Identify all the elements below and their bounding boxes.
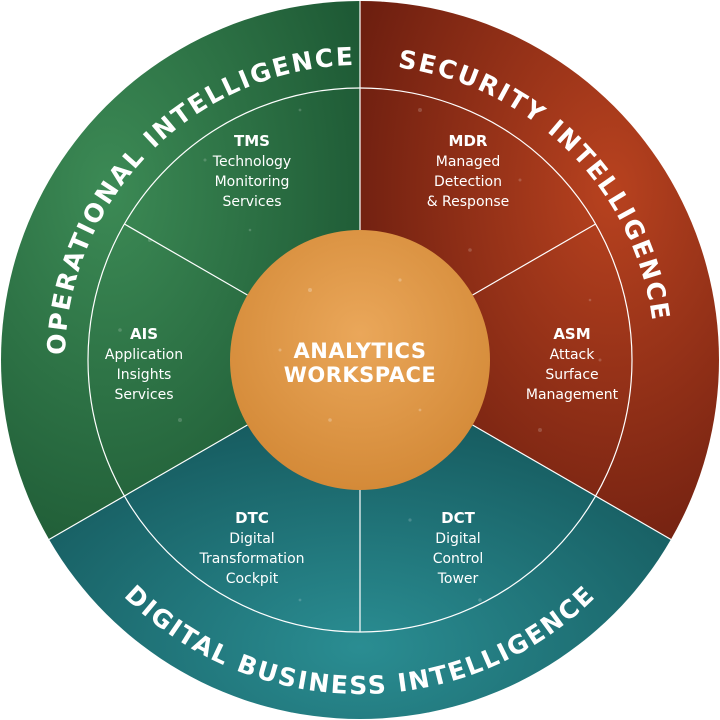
divider-lower-left: [48, 424, 248, 541]
segment-tms: TMS Technology Monitoring Services: [212, 132, 291, 210]
segment-line: Technology: [212, 154, 291, 170]
segment-line: Digital: [435, 531, 480, 547]
segment-ais: AIS Application Insights Services: [105, 325, 183, 403]
segment-dct: DCT Digital Control Tower: [433, 509, 484, 587]
segment-line: Digital: [229, 531, 274, 547]
center-circle: [230, 230, 490, 490]
segment-abbr: MDR: [449, 132, 488, 150]
center-title-line-1: ANALYTICS: [294, 339, 427, 363]
center-title-line-2: WORKSPACE: [284, 363, 437, 387]
segment-line: Detection: [434, 174, 502, 190]
divider-upper-left: [124, 223, 248, 296]
segment-line: Services: [222, 194, 281, 210]
segment-line: Transformation: [198, 551, 304, 567]
segment-line: Monitoring: [215, 174, 290, 190]
segment-line: Attack: [550, 347, 596, 363]
analytics-workspace-hub: ANALYTICS WORKSPACE: [230, 230, 490, 490]
divider-lower-right: [472, 424, 672, 541]
segment-line: Management: [526, 387, 619, 403]
segment-line: Cockpit: [226, 571, 279, 587]
segment-asm: ASM Attack Surface Management: [526, 325, 619, 403]
segment-line: Control: [433, 551, 484, 567]
segment-abbr: DTC: [235, 509, 269, 527]
segment-dtc: DTC Digital Transformation Cockpit: [198, 509, 304, 587]
segment-line: Managed: [436, 154, 501, 170]
segment-line: & Response: [427, 194, 510, 210]
segment-line: Services: [114, 387, 173, 403]
segment-abbr: AIS: [130, 325, 158, 343]
segment-line: Application: [105, 347, 183, 363]
segment-line: Insights: [117, 367, 172, 383]
divider-upper-right: [472, 223, 596, 296]
center-texture-dots: [278, 278, 422, 422]
dividers: [48, 0, 672, 633]
segment-line: Surface: [545, 367, 598, 383]
segment-abbr: DCT: [441, 509, 475, 527]
segment-abbr: TMS: [234, 132, 270, 150]
segment-line: Tower: [437, 571, 479, 587]
segment-abbr: ASM: [553, 325, 590, 343]
segment-mdr: MDR Managed Detection & Response: [427, 132, 510, 210]
